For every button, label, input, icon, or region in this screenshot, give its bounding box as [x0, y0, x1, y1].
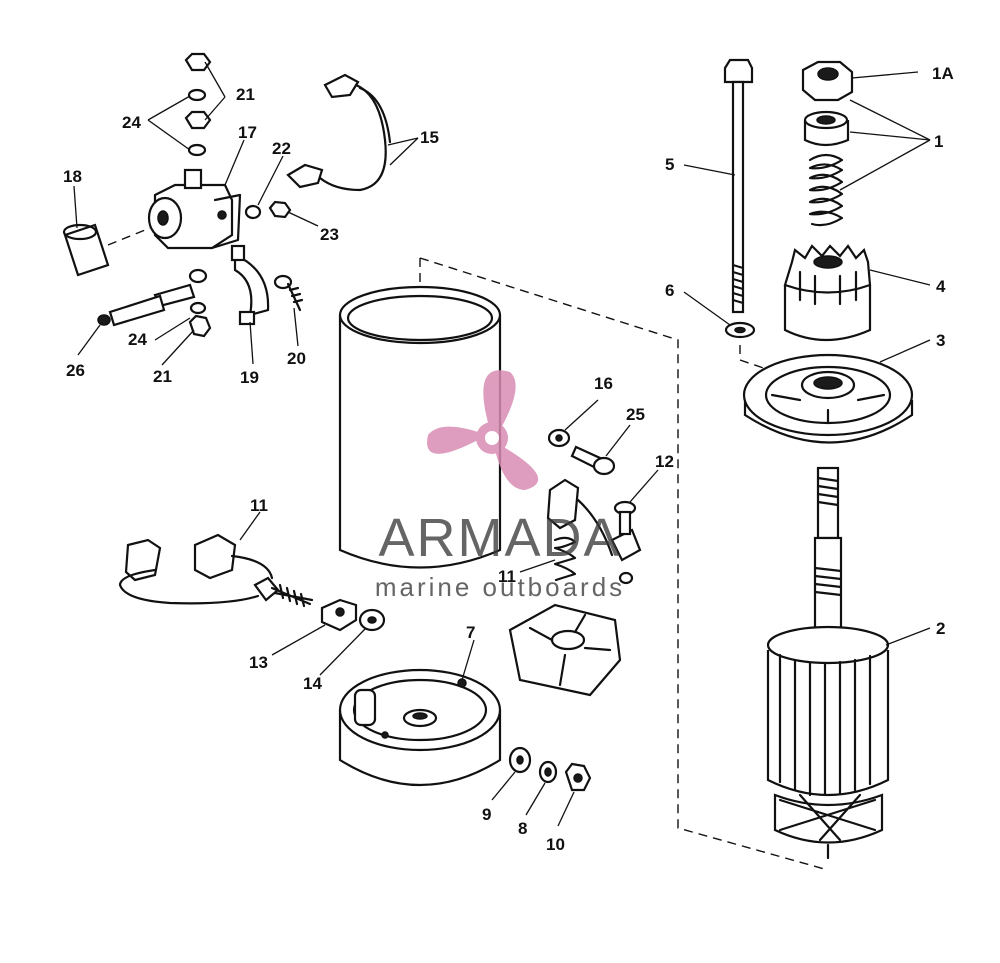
- callout-24-bottom: 24: [128, 330, 147, 349]
- solenoid-part-17: [147, 168, 242, 250]
- callout-7: 7: [466, 623, 475, 642]
- callout-11-right: 11: [498, 567, 516, 586]
- nut-1a: [801, 60, 854, 102]
- terminal-insulator-part-13: [320, 598, 358, 632]
- callout-9: 9: [482, 805, 491, 824]
- nut-part-10: [564, 762, 592, 792]
- screw-part-12: [613, 500, 637, 536]
- nuts-and-washers-21-24: [184, 52, 212, 157]
- callout-4: 4: [936, 277, 946, 296]
- callout-21-bottom: 21: [153, 367, 172, 386]
- lockwasher-part-8: [538, 760, 558, 784]
- armature-part-2: [766, 466, 890, 860]
- callout-2: 2: [936, 619, 945, 638]
- screw-part-25: [570, 445, 616, 476]
- brush-holder-plate: [508, 603, 622, 697]
- callout-13: 13: [249, 653, 268, 672]
- callout-1: 1: [934, 132, 943, 151]
- callout-labels: 1A 1 2 3 4 5 6 7 8 9 10 11 11 12 13 14 1…: [63, 64, 954, 854]
- callout-11-left: 11: [250, 496, 268, 515]
- callout-19: 19: [240, 368, 259, 387]
- callout-26: 26: [66, 361, 85, 380]
- callout-10: 10: [546, 835, 565, 854]
- end-cap-part-3: [742, 353, 914, 444]
- washer-nut-22-23: [244, 200, 292, 220]
- brush-set-part-11-left: [118, 533, 314, 608]
- through-bolt-part-5: [723, 58, 754, 314]
- callout-23: 23: [320, 225, 339, 244]
- brush-and-spring-part-11-right: [546, 478, 642, 585]
- spacer-part-1: [803, 110, 850, 147]
- callout-12: 12: [655, 452, 674, 471]
- callout-25: 25: [626, 405, 645, 424]
- callout-21-top: 21: [236, 85, 255, 104]
- cable-part-15: [286, 73, 392, 192]
- callout-24-top: 24: [122, 113, 141, 132]
- cover-part-18: [62, 223, 110, 277]
- callout-16: 16: [594, 374, 613, 393]
- pinion-gear-part-4: [783, 244, 872, 342]
- callout-6: 6: [665, 281, 674, 300]
- callout-14: 14: [303, 674, 322, 693]
- commutator-end-housing: [338, 668, 502, 787]
- callout-20: 20: [287, 349, 306, 368]
- spring-part-1: [808, 153, 844, 227]
- callout-15: 15: [420, 128, 439, 147]
- armada-watermark: ARMADA marine outboards: [375, 370, 625, 602]
- callout-22: 22: [272, 139, 291, 158]
- washer-part-16: [547, 428, 571, 448]
- washer-part-6: [724, 321, 756, 339]
- callout-8: 8: [518, 819, 527, 838]
- leader-lines: [73, 61, 931, 827]
- cover-alignment-dash: [107, 227, 151, 246]
- watermark-brand: ARMADA: [378, 508, 621, 568]
- callout-18: 18: [63, 167, 82, 186]
- callout-5: 5: [665, 155, 674, 174]
- propeller-logo-icon: [427, 370, 539, 490]
- plunger-parts-24-26: [97, 268, 212, 338]
- watermark-tagline: marine outboards: [375, 572, 625, 602]
- callout-17: 17: [238, 123, 257, 142]
- washer-part-9: [508, 746, 532, 774]
- bracket-part-19: [230, 244, 270, 326]
- washer-part-14: [358, 608, 386, 632]
- callout-1a: 1A: [932, 64, 954, 83]
- starter-frame-housing: [338, 285, 502, 569]
- screw-part-20: [273, 274, 304, 312]
- callout-3: 3: [936, 331, 945, 350]
